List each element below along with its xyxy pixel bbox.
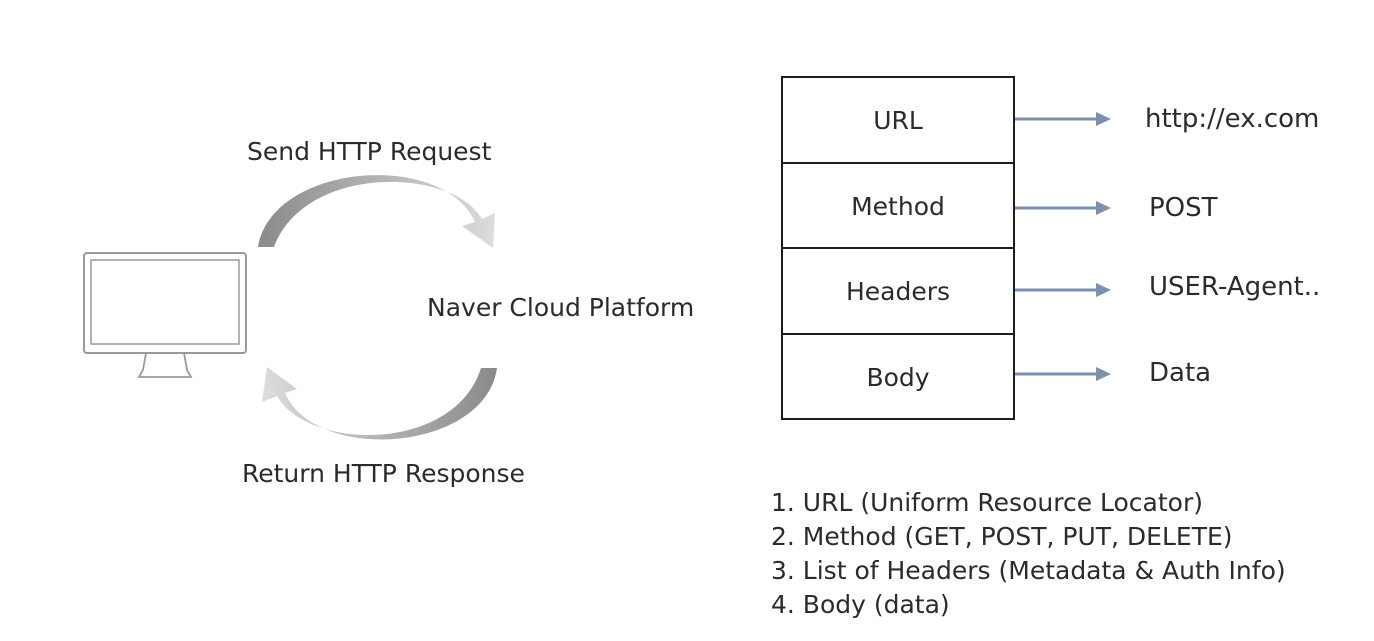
value-body: Data <box>1149 358 1211 388</box>
request-parts-notes: 1. URL (Uniform Resource Locator) 2. Met… <box>771 486 1286 622</box>
note-item: 4. Body (data) <box>771 590 950 619</box>
value-method: POST <box>1149 193 1218 223</box>
field-url: URL <box>873 106 923 135</box>
value-arrows <box>1015 112 1111 381</box>
computer-monitor-icon <box>83 252 247 378</box>
field-method: Method <box>851 192 945 221</box>
value-url: http://ex.com <box>1145 104 1319 134</box>
note-item: 3. List of Headers (Metadata & Auth Info… <box>771 556 1286 585</box>
arrow-right-icon <box>1015 283 1111 297</box>
curved-arrow-left-icon <box>262 367 497 440</box>
value-headers: USER-Agent.. <box>1149 272 1320 302</box>
request-structure-table: URL Method Headers Body <box>781 76 1015 420</box>
field-headers: Headers <box>846 277 950 306</box>
request-label: Send HTTP Request <box>247 137 492 166</box>
note-item: 2. Method (GET, POST, PUT, DELETE) <box>771 522 1233 551</box>
field-body: Body <box>866 363 929 392</box>
arrow-right-icon <box>1015 201 1111 215</box>
arrow-right-icon <box>1015 112 1111 126</box>
curved-arrow-right-icon <box>258 175 495 248</box>
server-label: Naver Cloud Platform <box>427 293 694 322</box>
arrow-right-icon <box>1015 367 1111 381</box>
response-label: Return HTTP Response <box>242 459 525 488</box>
note-item: 1. URL (Uniform Resource Locator) <box>771 488 1203 517</box>
